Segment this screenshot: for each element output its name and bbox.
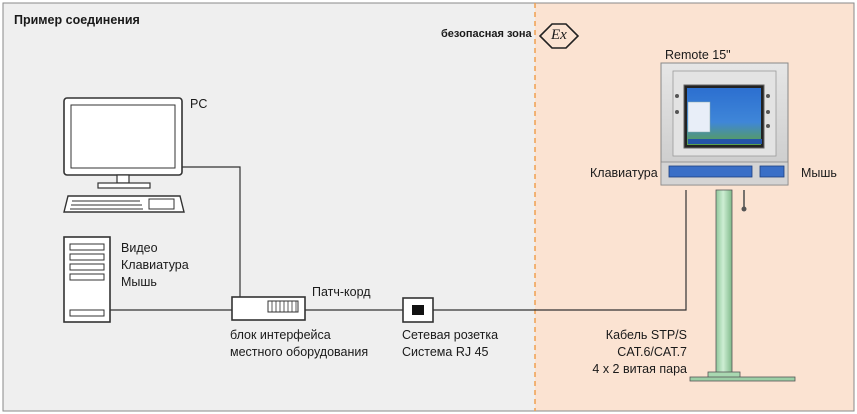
keyboard-label: Клавиатура xyxy=(590,166,658,180)
pc-label: PC xyxy=(190,97,208,111)
safe-zone-label: безопасная зона xyxy=(441,28,532,40)
tower-label: Видео Клавиатура Мышь xyxy=(121,241,189,289)
remote-label: Remote 15" xyxy=(665,48,731,62)
ex-symbol-text: Ex xyxy=(551,27,567,43)
interface-block-label: блок интерфейса местного оборудования xyxy=(230,328,369,359)
network-socket-icon xyxy=(402,297,434,323)
pc-tower-icon xyxy=(63,236,111,323)
remote-15-terminal xyxy=(660,62,789,186)
pole-stand xyxy=(689,189,796,382)
interface-block-icon xyxy=(231,296,306,321)
cable-label: Кабель STP/S CAT.6/CAT.7 4 x 2 витая пар… xyxy=(592,328,687,376)
diagram-title: Пример соединения xyxy=(14,13,140,27)
pc-keyboard-icon xyxy=(63,195,185,213)
pc-monitor-icon xyxy=(63,97,183,189)
network-socket-label: Сетевая розетка Система RJ 45 xyxy=(402,328,499,359)
ex-hazard-icon xyxy=(538,23,580,49)
cables xyxy=(110,166,687,311)
mouse-label: Мышь xyxy=(801,166,837,180)
patch-cord-label: Патч-корд xyxy=(312,285,371,299)
